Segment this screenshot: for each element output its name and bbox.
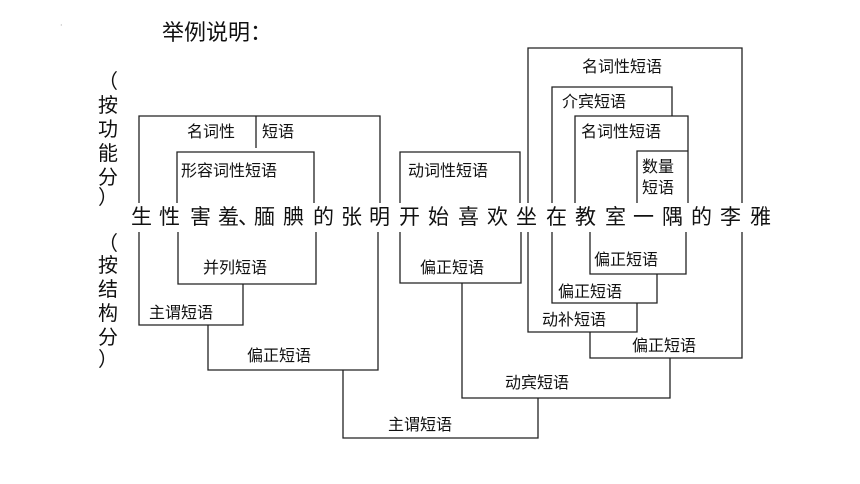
label-verb-obj: 动宾短语: [505, 373, 569, 392]
sentence: 生 性 害 羞 、 腼 腆 的 张 明 开 始 喜 欢 坐 在 教 室 一 隅 …: [131, 205, 771, 229]
side-label-function: （ 按 功 能 分 ）: [98, 69, 118, 209]
label-mod-head-mid: 偏正短语: [420, 258, 484, 277]
bracket-noun-phrase-left: [138, 115, 381, 203]
bracket-prep-obj: [551, 86, 673, 203]
sentence-char: 张: [341, 205, 362, 229]
label-verb-comp: 动补短语: [542, 310, 606, 329]
sentence-char: 腼: [254, 205, 275, 229]
sentence-char: 明: [369, 205, 390, 229]
side-char: （: [98, 231, 118, 255]
label-quant-2: 短语: [642, 178, 674, 197]
sentence-char: 开: [399, 205, 420, 229]
label-noun-outer: 名词性短语: [582, 57, 662, 76]
sentence-char: 始: [428, 205, 449, 229]
bracket-quant: [636, 150, 688, 203]
sentence-char: 欢: [487, 205, 508, 229]
sentence-char: 坐: [516, 205, 537, 229]
side-char: 按: [98, 93, 118, 117]
bracket-mod-head-r2: [551, 232, 658, 304]
label-mod-head-r1: 偏正短语: [594, 250, 658, 269]
label-noun-inner: 名词性短语: [581, 122, 661, 141]
side-char: 按: [98, 253, 118, 277]
sentence-char: 一: [633, 205, 654, 229]
sentence-char: 李: [720, 205, 741, 229]
label-quant-1: 数量: [642, 157, 674, 176]
sentence-char: 室: [605, 205, 626, 229]
bracket-noun-phrase-inner: [574, 115, 689, 203]
side-char: 分: [98, 325, 118, 349]
bracket-mod-head-mid: [399, 232, 522, 284]
bracket-coord: [177, 232, 317, 285]
bracket-verb-obj: [461, 283, 671, 399]
label-verb: 动词性短语: [408, 161, 488, 180]
sentence-char: 喜: [458, 205, 479, 229]
sentence-char: 的: [313, 205, 334, 229]
side-char: 功: [98, 117, 118, 141]
sentence-char: 羞: [218, 205, 239, 229]
side-char: ）: [98, 185, 118, 209]
label-mod-head-r3: 偏正短语: [632, 336, 696, 355]
sentence-char: 腆: [283, 205, 304, 229]
side-label-structure: （ 按 结 构 分 ）: [98, 231, 118, 371]
label-noun-right: 短语: [262, 122, 294, 141]
bracket-subj-pred-small: [138, 232, 244, 326]
bracket-verb-comp: [527, 232, 638, 333]
bracket-mod-head-left: [207, 232, 379, 371]
side-char: （: [98, 69, 118, 93]
label-coord: 并列短语: [203, 258, 267, 277]
label-subj-pred-small: 主谓短语: [149, 303, 213, 322]
label-mod-head-r2: 偏正短语: [558, 282, 622, 301]
sentence-char: 、: [238, 205, 259, 229]
side-char: ）: [98, 347, 118, 371]
sentence-char: 的: [691, 205, 712, 229]
corner-mark: ·: [60, 21, 63, 30]
sentence-char: 雅: [750, 205, 771, 229]
label-mod-head-left: 偏正短语: [247, 346, 311, 365]
label-adj: 形容词性短语: [181, 161, 277, 180]
bracket-subj-pred-main: [342, 370, 539, 439]
sentence-char: 教: [575, 205, 596, 229]
side-char: 构: [98, 301, 118, 325]
bracket-adj-phrase: [176, 151, 315, 203]
label-subj-pred-main: 主谓短语: [388, 415, 452, 434]
bracket-noun-phrase-outer: [527, 47, 743, 203]
diagram-title: 举例说明：: [162, 21, 272, 46]
sentence-char: 生: [131, 205, 152, 229]
bracket-mod-head-r1: [589, 232, 687, 275]
side-char: 分: [98, 165, 118, 189]
sentence-char: 隅: [662, 205, 683, 229]
side-char: 结: [98, 277, 118, 301]
label-noun-left: 名词性: [187, 122, 235, 141]
sentence-char: 害: [190, 205, 211, 229]
sentence-char: 在: [546, 205, 567, 229]
bracket-mod-head-r3: [589, 232, 743, 359]
label-prep-obj: 介宾短语: [562, 92, 626, 111]
sentence-char: 性: [159, 205, 180, 229]
side-char: 能: [98, 141, 118, 165]
bracket-verb-phrase: [399, 151, 521, 203]
